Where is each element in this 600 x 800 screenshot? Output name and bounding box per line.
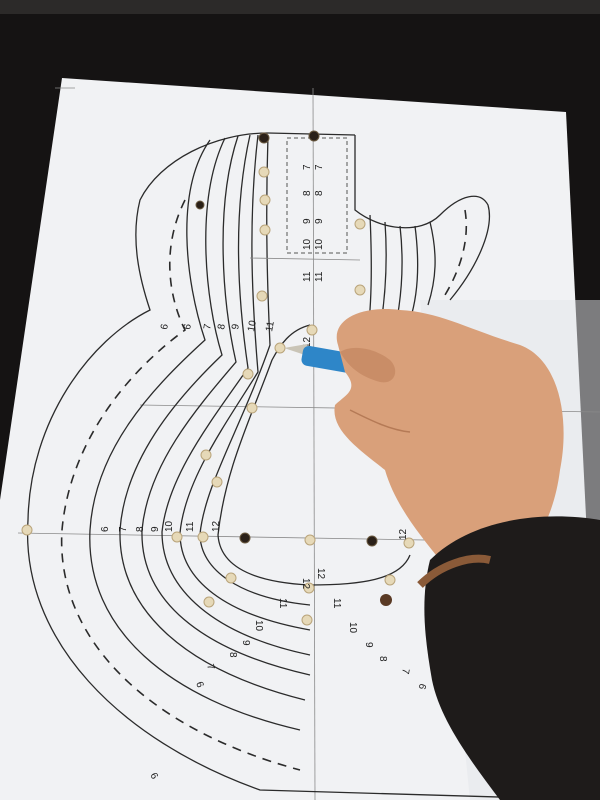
contour-label: 10: [314, 238, 325, 250]
hole: [366, 535, 378, 547]
hole: [259, 224, 271, 236]
contour-label: 8: [227, 652, 238, 658]
contour-label: 12: [315, 568, 326, 580]
hand-with-pencil: [284, 309, 600, 800]
contour-label: 8: [135, 526, 146, 532]
contour-label: 10: [347, 622, 358, 634]
hole: [301, 614, 313, 626]
contour-label: 7: [118, 526, 129, 532]
contour-numbers: 6 6 7 8 9 10 11 7 7 8 8 9 9 10 10 11 11 …: [100, 164, 428, 782]
contour-label: 11: [302, 271, 313, 282]
contour-label: 9: [363, 642, 374, 648]
contour-10: [179, 134, 311, 631]
bracelet-knot: [380, 594, 392, 606]
contour-label: 11: [331, 598, 342, 609]
contour-label: 10: [302, 238, 313, 250]
contour-label: 6: [182, 323, 194, 331]
pencil-tip: [284, 344, 308, 356]
hole: [225, 572, 237, 584]
contour-label: 6: [100, 526, 111, 532]
right-dashed-contour: [444, 209, 468, 296]
outer-body-outline: [26, 132, 600, 800]
contour-9: [161, 134, 311, 656]
thumb: [340, 347, 396, 383]
contour-label: 9: [230, 323, 242, 331]
hole: [384, 574, 396, 586]
contour-label: 7: [399, 667, 411, 675]
hole: [256, 290, 268, 302]
contour-label: 11: [277, 598, 288, 609]
contour-label: 6: [147, 771, 160, 782]
contour-6: [89, 139, 301, 731]
contour-label: 9: [314, 218, 325, 224]
contour-8: [141, 135, 311, 676]
backdrop-top-edge: [0, 0, 600, 14]
contour-label: 9: [150, 526, 161, 532]
contour-label: 6: [159, 323, 171, 331]
hole: [203, 596, 215, 608]
hole: [354, 284, 366, 296]
contour-label: 11: [185, 521, 196, 532]
center-vertical-guide: [312, 87, 316, 800]
contour-7: [119, 137, 306, 701]
hole: [258, 166, 270, 178]
hole: [403, 537, 415, 549]
drilled-holes: [21, 130, 415, 626]
contour-label: 7: [314, 164, 325, 170]
contour-label: 9: [302, 218, 313, 224]
contour-label: 8: [314, 190, 325, 196]
hole: [303, 582, 315, 594]
contour-label: 9: [240, 640, 251, 646]
hole: [211, 476, 223, 488]
hole: [258, 132, 270, 144]
hole: [242, 368, 254, 380]
right-contour-e: [427, 221, 436, 306]
hole: [21, 524, 33, 536]
hole: [304, 534, 316, 546]
pickup-divider: [249, 257, 361, 261]
contour-label: 12: [302, 336, 313, 348]
contour-label: 11: [264, 320, 277, 333]
bracelet: [417, 554, 491, 588]
contour-label: 10: [164, 520, 175, 532]
hole: [259, 194, 271, 206]
hole: [171, 531, 183, 543]
hole: [197, 531, 209, 543]
hole: [354, 218, 366, 230]
hole: [308, 130, 320, 142]
contour-label: 11: [314, 271, 325, 282]
sleeve: [424, 516, 600, 800]
hole: [246, 402, 258, 414]
contour-label: 8: [302, 190, 313, 196]
contour-label: 10: [246, 319, 259, 332]
hole: [274, 342, 286, 354]
contour-label: 10: [253, 620, 264, 632]
hole: [195, 200, 205, 210]
contour-label: 7: [202, 323, 214, 331]
hole: [306, 324, 318, 336]
contour-label: 12: [398, 528, 409, 540]
hole: [239, 532, 251, 544]
contour-11: [199, 134, 311, 606]
contour-label: 7: [302, 164, 313, 170]
contour-label: 8: [216, 323, 228, 331]
contour-label: 7: [204, 663, 216, 672]
contour-label: 12: [300, 578, 311, 590]
contour-label: 8: [377, 656, 388, 662]
finger-crease: [349, 409, 411, 433]
outer-dashed-contour: [60, 199, 301, 771]
contour-label: 6: [193, 680, 205, 689]
contour-label: 12: [211, 520, 222, 532]
contour-12-inner: [217, 324, 411, 586]
hole: [200, 449, 212, 461]
right-horn-outline: [354, 135, 490, 301]
contour-label: 6: [416, 682, 428, 691]
